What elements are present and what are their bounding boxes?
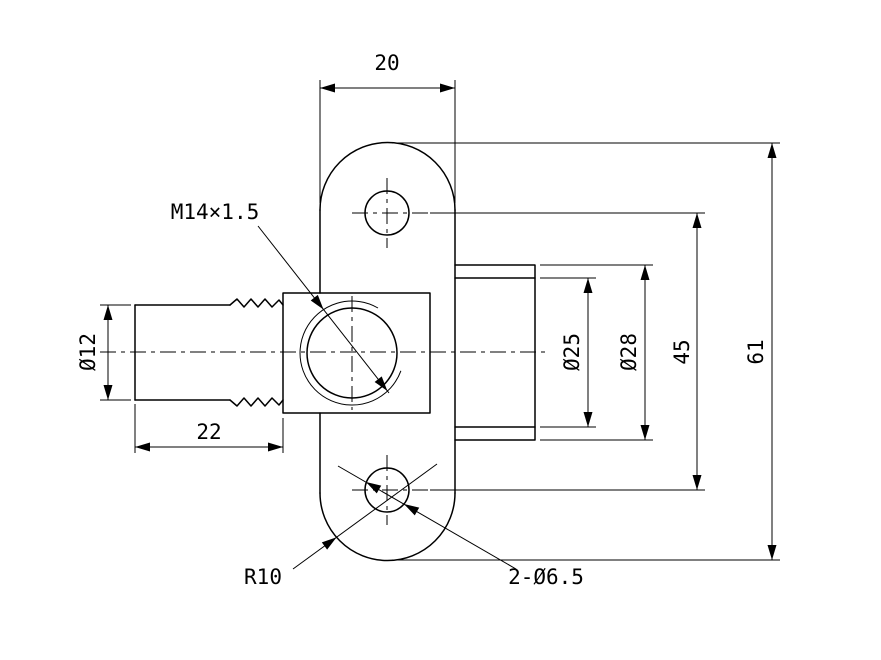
arrowhead	[366, 482, 382, 494]
dim-flange-width: 20	[319, 51, 456, 203]
arrowhead	[103, 305, 113, 320]
dim-label-flange-width: 20	[374, 51, 399, 75]
arrowhead	[404, 504, 420, 516]
dim-inlet-length: 22	[134, 404, 284, 453]
dim-label-inlet-diameter: Ø12	[76, 333, 100, 371]
arrowhead	[440, 83, 455, 93]
dim-overall-height: 61	[392, 142, 780, 561]
extension-line	[430, 212, 705, 491]
arrowhead	[583, 412, 593, 427]
dim-body-diameter: Ø28	[540, 264, 653, 441]
arrowhead	[268, 442, 283, 452]
inlet-tube-top-serration	[229, 298, 284, 308]
arrowhead	[640, 425, 650, 440]
callout-label-thread: M14×1.5	[171, 200, 260, 224]
dim-label-body-diameter: Ø28	[617, 333, 641, 371]
extension-line	[319, 80, 456, 203]
callout-label-lug-radius: R10	[244, 565, 282, 589]
arrowhead	[374, 376, 388, 391]
dim-label-inner-diameter: Ø25	[560, 333, 584, 371]
extension-line	[540, 277, 596, 428]
arrowhead	[767, 143, 777, 158]
thread-major-arc	[299, 300, 402, 406]
arrowhead	[692, 475, 702, 490]
arrowhead	[767, 545, 777, 560]
top-lug-arc	[319, 141, 456, 211]
dim-hole-spacing: 45	[430, 212, 705, 491]
arrowhead	[135, 442, 150, 452]
center-block	[282, 292, 431, 414]
arrowhead	[103, 385, 113, 400]
callout-thread: M14×1.5	[171, 200, 390, 394]
dim-inlet-diameter: Ø12	[76, 304, 131, 401]
leader-line	[292, 463, 438, 570]
callout-mount-holes: 2-Ø6.5	[337, 465, 584, 589]
extension-line	[100, 304, 131, 401]
inlet-tube-bottom-serration	[229, 397, 284, 407]
dim-label-overall-height: 61	[744, 339, 768, 364]
arrowhead	[320, 83, 335, 93]
arrowhead	[692, 213, 702, 228]
dim-label-inlet-length: 22	[196, 420, 221, 444]
arrowhead	[310, 294, 324, 310]
centerlines	[100, 178, 545, 525]
leader-line	[337, 465, 517, 570]
bottom-lug-arc	[319, 492, 456, 562]
dim-inner-diameter: Ø25	[540, 277, 596, 428]
arrowhead	[321, 537, 337, 550]
callout-label-mount-holes: 2-Ø6.5	[508, 565, 584, 589]
callout-lug-radius: R10	[244, 463, 438, 589]
arrowhead	[583, 278, 593, 293]
cylinder-inner-lines	[454, 277, 536, 428]
arrowhead	[640, 265, 650, 280]
extension-line	[540, 264, 653, 441]
extension-line	[392, 142, 780, 561]
dim-label-hole-spacing: 45	[670, 339, 694, 364]
